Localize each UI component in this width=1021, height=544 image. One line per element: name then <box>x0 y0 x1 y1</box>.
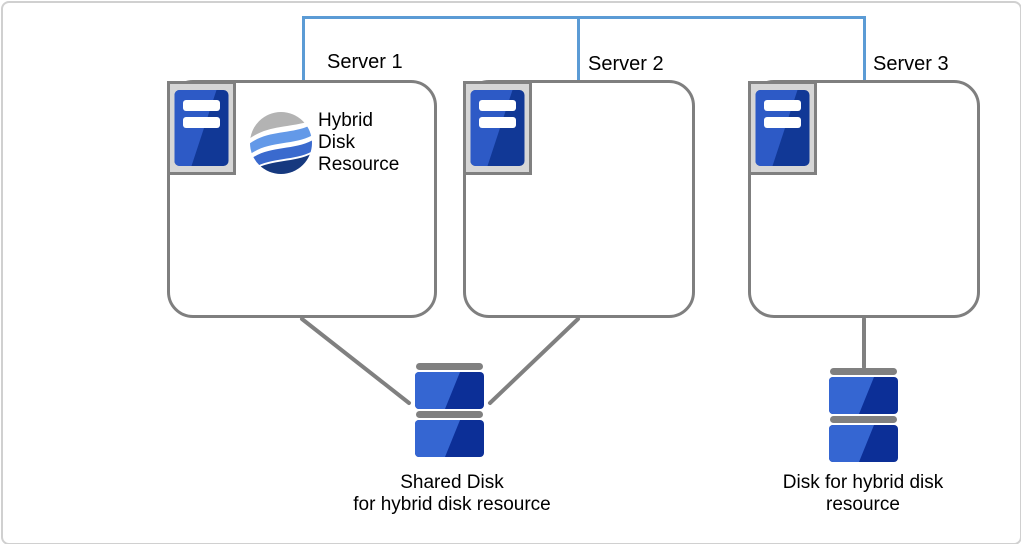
hybrid-disk-resource-label: Hybrid Disk Resource <box>318 110 400 175</box>
server2-box <box>463 80 695 318</box>
hybrid-disk-resource-icon <box>250 112 312 174</box>
server1-label: Server 1 <box>327 51 403 73</box>
server3-icon <box>748 81 817 175</box>
shared-disk-caption: Shared Disk for hybrid disk resource <box>353 472 551 515</box>
server2-label: Server 2 <box>588 53 664 75</box>
server2-to-shared-disk-line <box>488 317 580 405</box>
server1-to-shared-disk-line <box>300 317 411 405</box>
server1-icon <box>167 81 236 175</box>
server2-icon <box>463 81 532 175</box>
hybrid-disk-caption: Disk for hybrid disk resource <box>782 472 944 515</box>
server-interconnect-line <box>302 16 866 80</box>
shared-disk-icon <box>415 363 484 457</box>
hybrid-disk-icon <box>829 368 898 462</box>
server3-label: Server 3 <box>873 53 949 75</box>
